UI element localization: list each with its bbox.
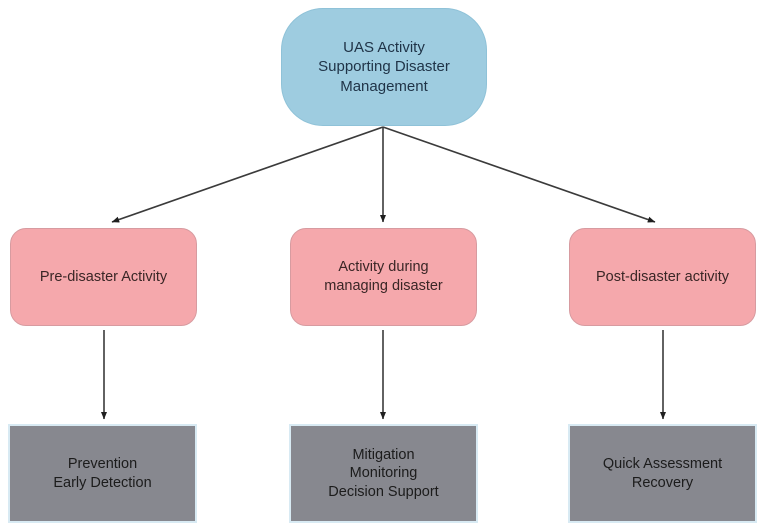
node-leaf-quick-assessment-recovery[interactable]: Quick Assessment Recovery [568, 424, 757, 523]
node-root-label: UAS Activity Supporting Disaster Managem… [318, 39, 450, 95]
node-leaf-mitigation-label: Mitigation Monitoring Decision Support [328, 446, 439, 500]
node-leaf-prevention-label: Prevention Early Detection [53, 455, 152, 491]
node-branch-post-disaster-activity[interactable]: Post-disaster activity [569, 228, 756, 326]
node-branch-pre-disaster-label: Pre-disaster Activity [39, 268, 168, 285]
node-leaf-mitigation-monitoring-decision-support[interactable]: Mitigation Monitoring Decision Support [289, 424, 478, 523]
edge-root-to-post-disaster [382, 126, 656, 223]
node-branch-activity-during-managing-disaster[interactable]: Activity during managing disaster [290, 228, 477, 326]
node-leaf-prevention-early-detection[interactable]: Prevention Early Detection [8, 424, 197, 523]
node-branch-during-disaster-label: Activity during managing disaster [324, 259, 443, 294]
node-root-uas-activity[interactable]: UAS Activity Supporting Disaster Managem… [281, 8, 487, 126]
edge-root-to-pre-disaster [111, 126, 384, 223]
node-branch-post-disaster-label: Post-disaster activity [596, 268, 729, 285]
node-branch-pre-disaster-activity[interactable]: Pre-disaster Activity [10, 228, 197, 326]
node-leaf-recovery-label: Quick Assessment Recovery [602, 455, 723, 491]
